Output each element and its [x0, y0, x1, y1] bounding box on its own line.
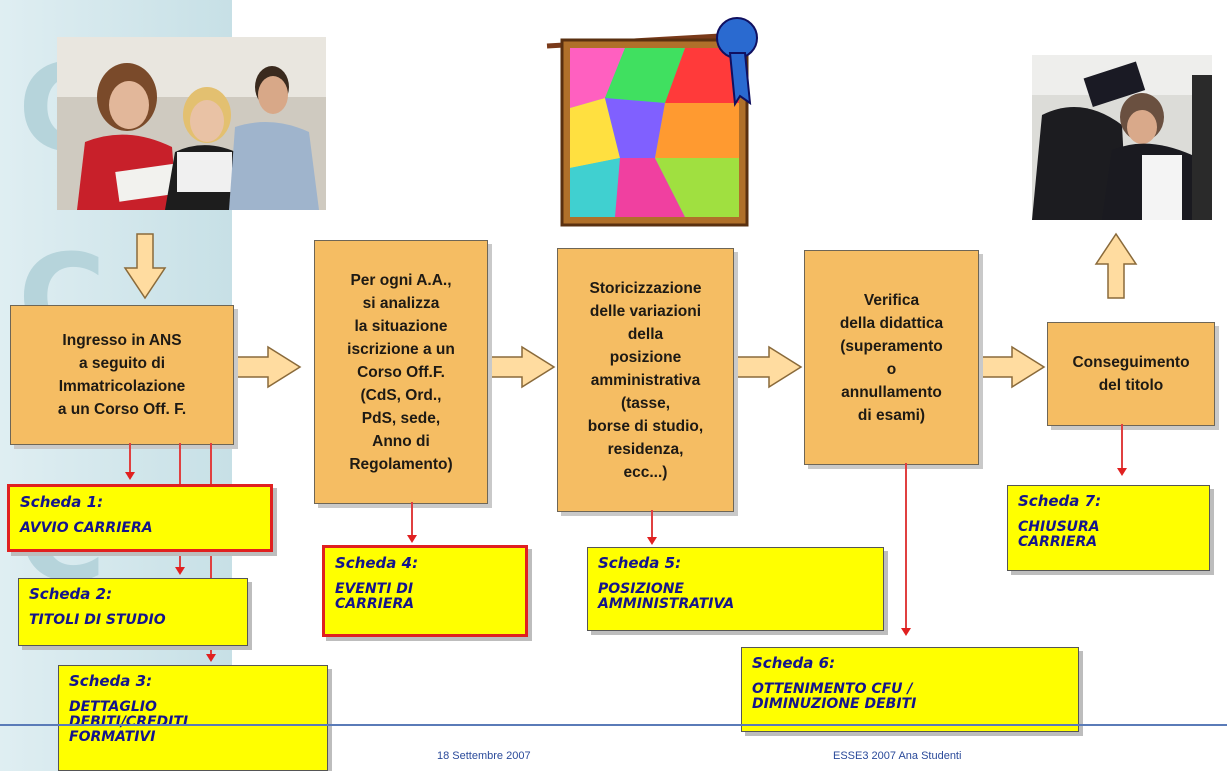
- scheda-body: TITOLI DI STUDIO: [29, 612, 166, 628]
- patchwork-award-clipart: [545, 8, 785, 228]
- connector-arrowhead: [647, 537, 657, 545]
- right-arrow-1: [235, 345, 302, 389]
- right-arrow-4: [979, 345, 1046, 389]
- connector-line: [129, 443, 131, 473]
- scheda-4-card: Scheda 4: EVENTI DI CARRIERA: [322, 545, 528, 637]
- step-storicizzazione: Storicizzazione delle variazioni della p…: [557, 248, 734, 512]
- connector-line: [1121, 424, 1123, 470]
- scheda-title: Scheda 5:: [598, 554, 682, 572]
- scheda-body: CHIUSURA CARRIERA: [1018, 519, 1100, 550]
- connector-arrowhead: [1117, 468, 1127, 476]
- step-verifica-didattica: Verifica della didattica (superamento o …: [804, 250, 979, 465]
- right-arrow-2: [489, 345, 556, 389]
- connector-line: [905, 463, 907, 629]
- connector-arrowhead: [206, 654, 216, 662]
- scheda-7-card: Scheda 7: CHIUSURA CARRIERA: [1007, 485, 1210, 571]
- scheda-6-card: Scheda 6: OTTENIMENTO CFU / DIMINUZIONE …: [741, 647, 1079, 732]
- scheda-5-card: Scheda 5: POSIZIONE AMMINISTRATIVA: [587, 547, 884, 631]
- scheda-title: Scheda 6:: [752, 654, 836, 672]
- scheda-title: Scheda 4:: [335, 554, 419, 572]
- scheda-body: POSIZIONE AMMINISTRATIVA: [598, 581, 735, 612]
- scheda-body: DETTAGLIO DEBITI/CREDITI FORMATIVI: [69, 699, 189, 745]
- step-conseguimento-titolo: Conseguimento del titolo: [1047, 322, 1215, 426]
- up-arrow: [1094, 232, 1138, 299]
- scheda-body: AVVIO CARRIERA: [20, 520, 153, 536]
- scheda-1-card: Scheda 1: AVVIO CARRIERA: [7, 484, 273, 552]
- right-arrow-3: [736, 345, 803, 389]
- scheda-title: Scheda 2:: [29, 585, 113, 603]
- connector-arrowhead: [175, 567, 185, 575]
- connector-line: [651, 510, 653, 538]
- scheda-2-card: Scheda 2: TITOLI DI STUDIO: [18, 578, 248, 646]
- connector-arrowhead: [407, 535, 417, 543]
- students-photo: [57, 37, 326, 210]
- down-arrow: [123, 233, 167, 300]
- footer-title: ESSE3 2007 Ana Studenti: [833, 750, 962, 762]
- connector-arrowhead: [901, 628, 911, 636]
- graduation-hug-photo: [1032, 55, 1212, 220]
- footer-divider: [0, 724, 1227, 726]
- step-analisi-iscrizione: Per ogni A.A., si analizza la situazione…: [314, 240, 488, 504]
- connector-arrowhead: [125, 472, 135, 480]
- scheda-title: Scheda 1:: [20, 493, 104, 511]
- connector-line: [411, 502, 413, 537]
- scheda-body: EVENTI DI CARRIERA: [335, 581, 415, 612]
- scheda-body: OTTENIMENTO CFU / DIMINUZIONE DEBITI: [752, 681, 917, 712]
- scheda-title: Scheda 3:: [69, 672, 153, 690]
- step-ingresso-ans: Ingresso in ANS a seguito di Immatricola…: [10, 305, 234, 445]
- scheda-3-card: Scheda 3: DETTAGLIO DEBITI/CREDITI FORMA…: [58, 665, 328, 771]
- scheda-title: Scheda 7:: [1018, 492, 1102, 510]
- footer-date: 18 Settembre 2007: [437, 750, 531, 762]
